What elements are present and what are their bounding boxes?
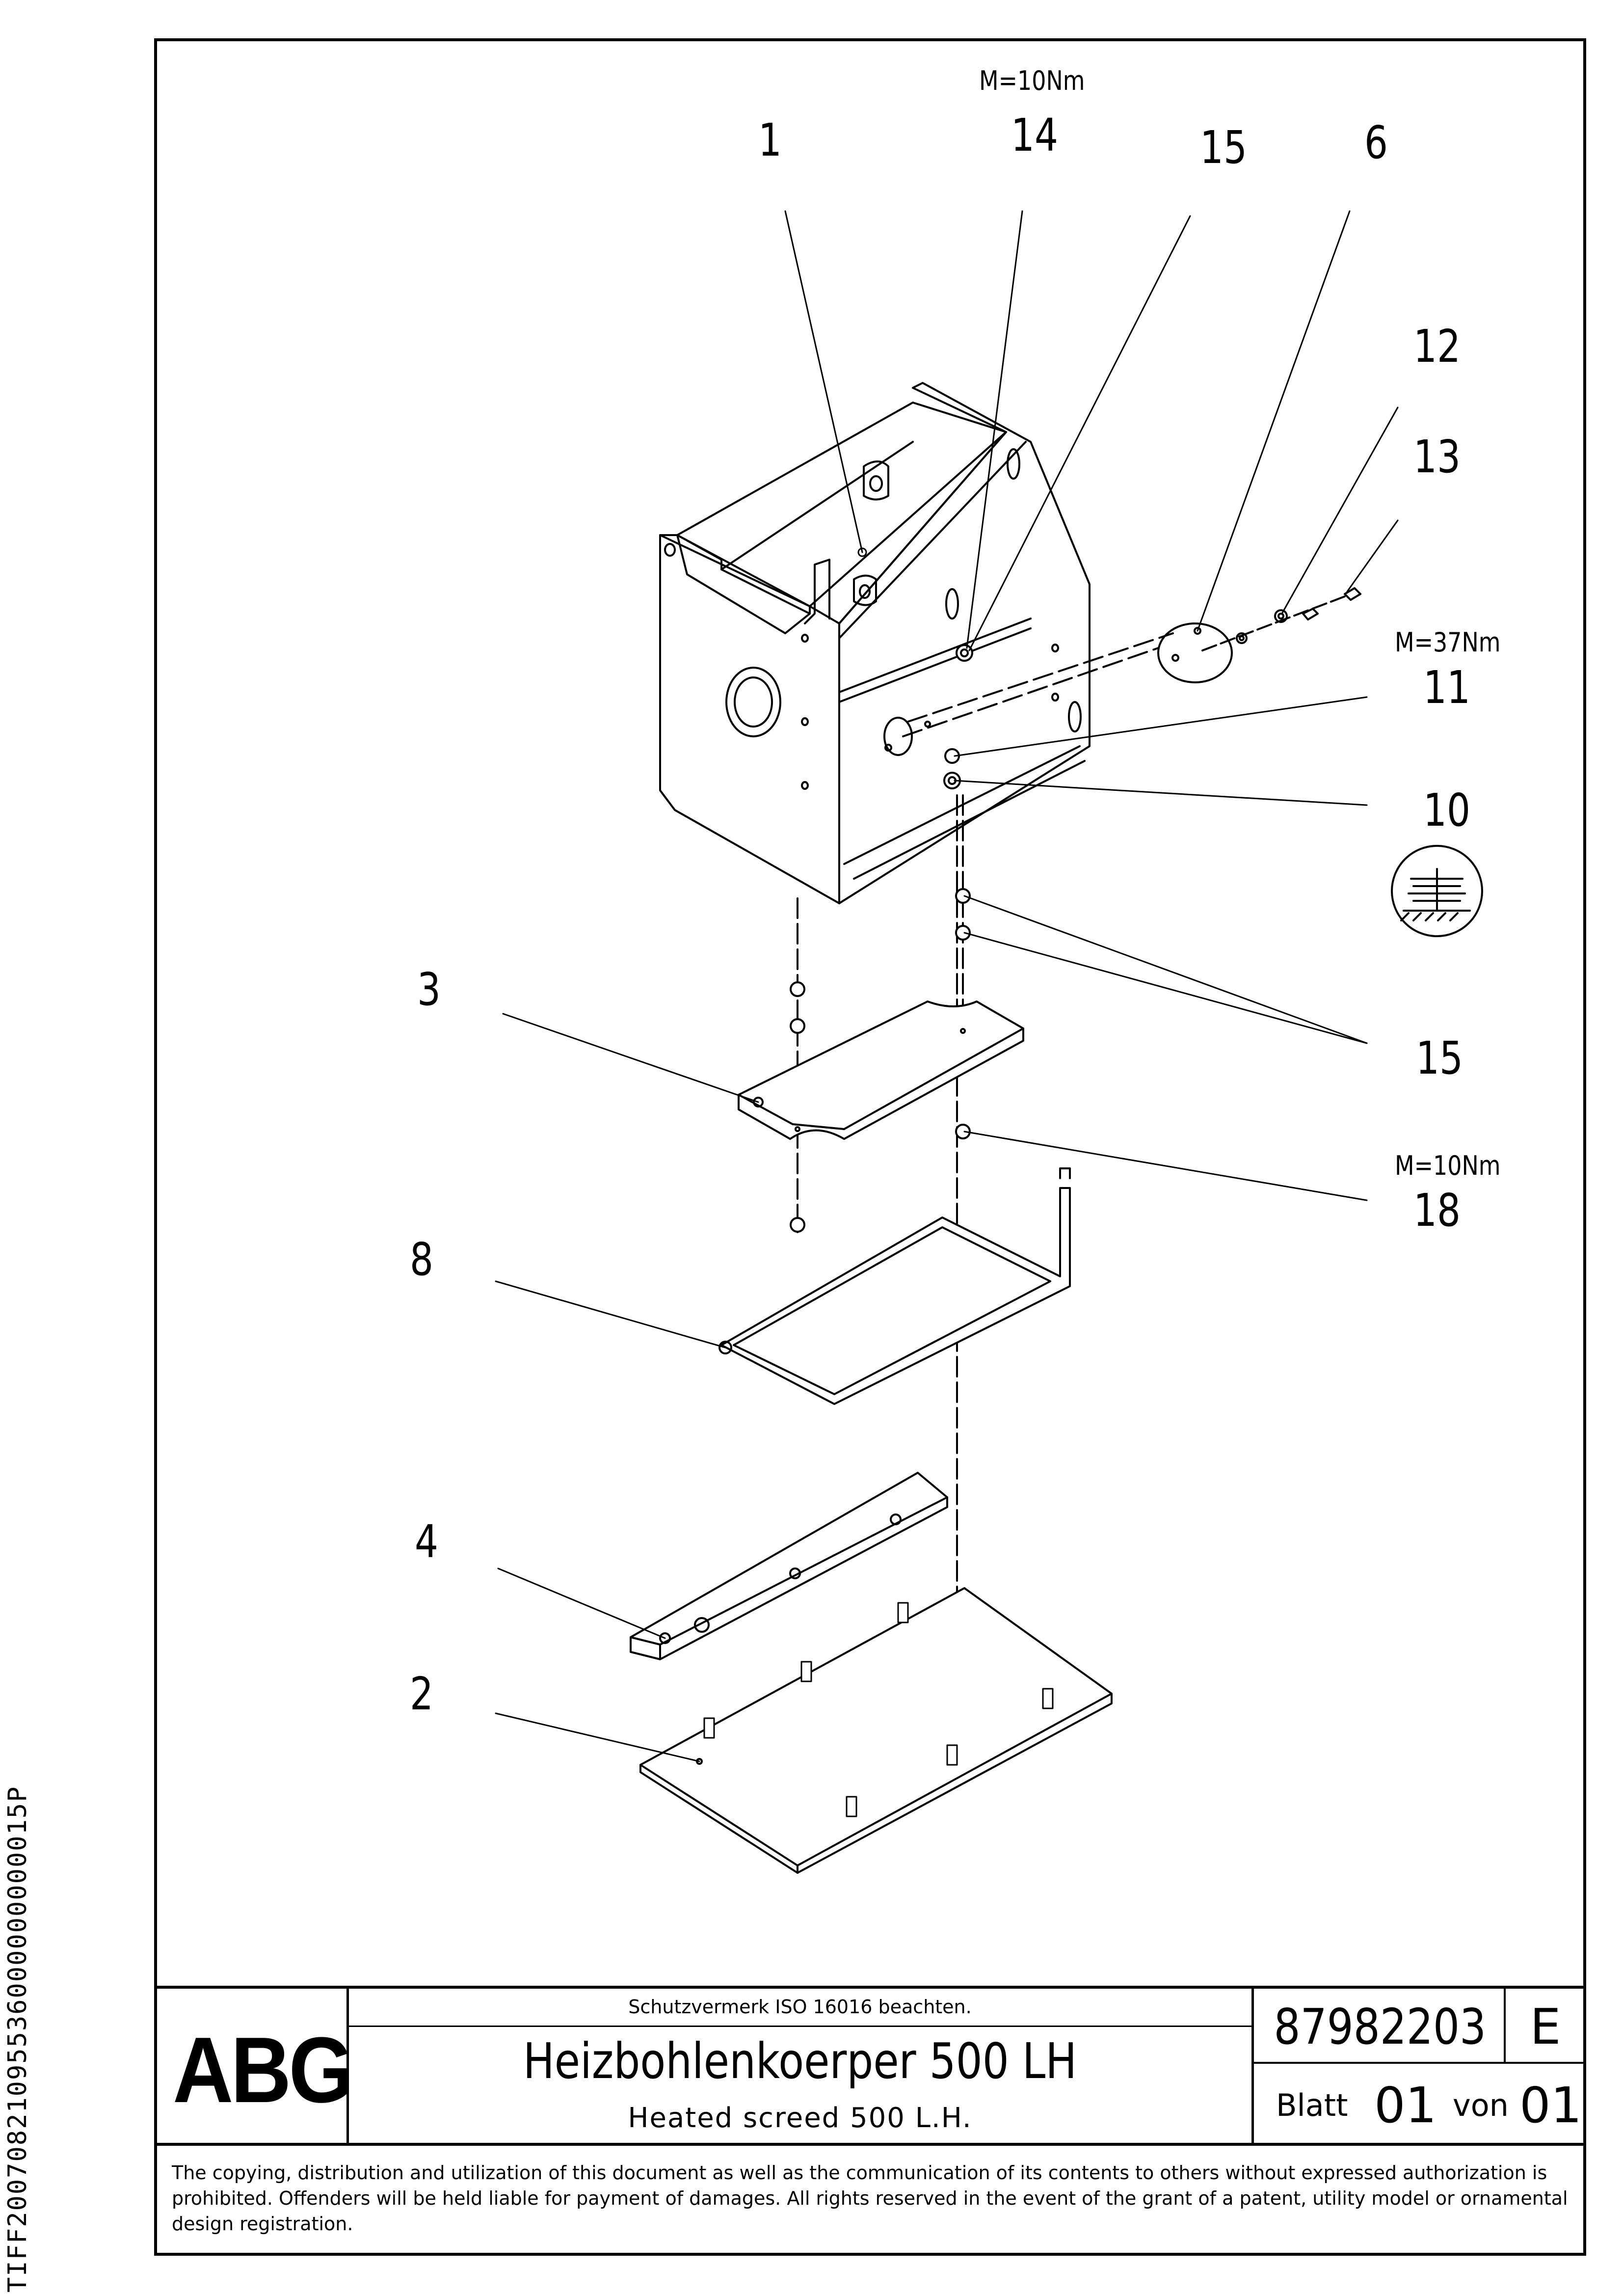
callout-15-bottom: 15	[1416, 1032, 1463, 1084]
callout-2: 2	[410, 1668, 434, 1720]
title-block-rev-divider	[1504, 1986, 1506, 2063]
callout-8: 8	[410, 1233, 434, 1286]
callout-15-top: 15	[1200, 121, 1248, 174]
callout-10: 10	[1423, 784, 1471, 837]
title-block-note-divider	[346, 2026, 1252, 2027]
sheet-label: Blatt	[1276, 2087, 1348, 2123]
screed-body-part-1	[659, 382, 1091, 904]
callout-6: 6	[1364, 116, 1388, 169]
drawing-title-english: Heated screed 500 L.H.	[628, 2102, 972, 2134]
sheet-number: 01	[1374, 2077, 1437, 2134]
callout-4: 4	[415, 1515, 439, 1568]
callout-3: 3	[417, 963, 441, 1016]
leader-lines	[495, 210, 1399, 1762]
callout-11: 11	[1423, 661, 1471, 714]
callout-13: 13	[1413, 431, 1461, 483]
nuts	[790, 888, 971, 1233]
copyright-disclaimer: The copying, distribution and utilizatio…	[172, 2162, 1568, 2235]
body-fasteners	[884, 644, 973, 789]
plate-part-3	[738, 1000, 1024, 1140]
callout-14: 14	[1011, 109, 1059, 162]
side-document-code: TIFF20070821095536000000000015P	[3, 1785, 32, 2293]
of-label: von	[1453, 2087, 1509, 2123]
callout-12: 12	[1413, 320, 1461, 373]
drawing-frame	[154, 38, 1586, 2256]
title-block-bottom-line	[154, 2143, 1586, 2146]
base-plate-part-2	[639, 1587, 1113, 1874]
heating-element-part-8	[718, 1167, 1071, 1405]
torque-label-11: M=37Nm	[1395, 627, 1501, 658]
revision-letter: E	[1530, 1998, 1561, 2055]
title-block-sheet-divider	[1251, 2062, 1586, 2064]
callout-18: 18	[1413, 1184, 1461, 1237]
torque-tightening-symbol	[1391, 845, 1483, 937]
protection-note: Schutzvermerk ISO 16016 beachten.	[628, 1996, 972, 2018]
torque-label-18: M=10Nm	[1395, 1150, 1501, 1181]
title-block-top-line	[154, 1986, 1586, 1989]
title-block-logo-divider	[346, 1986, 349, 2145]
drawing-title-german: Heizbohlenkoerper 500 LH	[523, 2032, 1077, 2090]
callout-1: 1	[758, 114, 782, 166]
title-block-number-divider	[1251, 1986, 1254, 2145]
company-logo: ABG	[173, 2018, 354, 2122]
total-sheets: 01	[1519, 2077, 1582, 2134]
cover-part-6	[902, 587, 1361, 737]
torque-label-14: M=10Nm	[979, 65, 1085, 96]
strip-part-4	[630, 1472, 948, 1660]
document-number: 87982203	[1274, 1998, 1487, 2055]
